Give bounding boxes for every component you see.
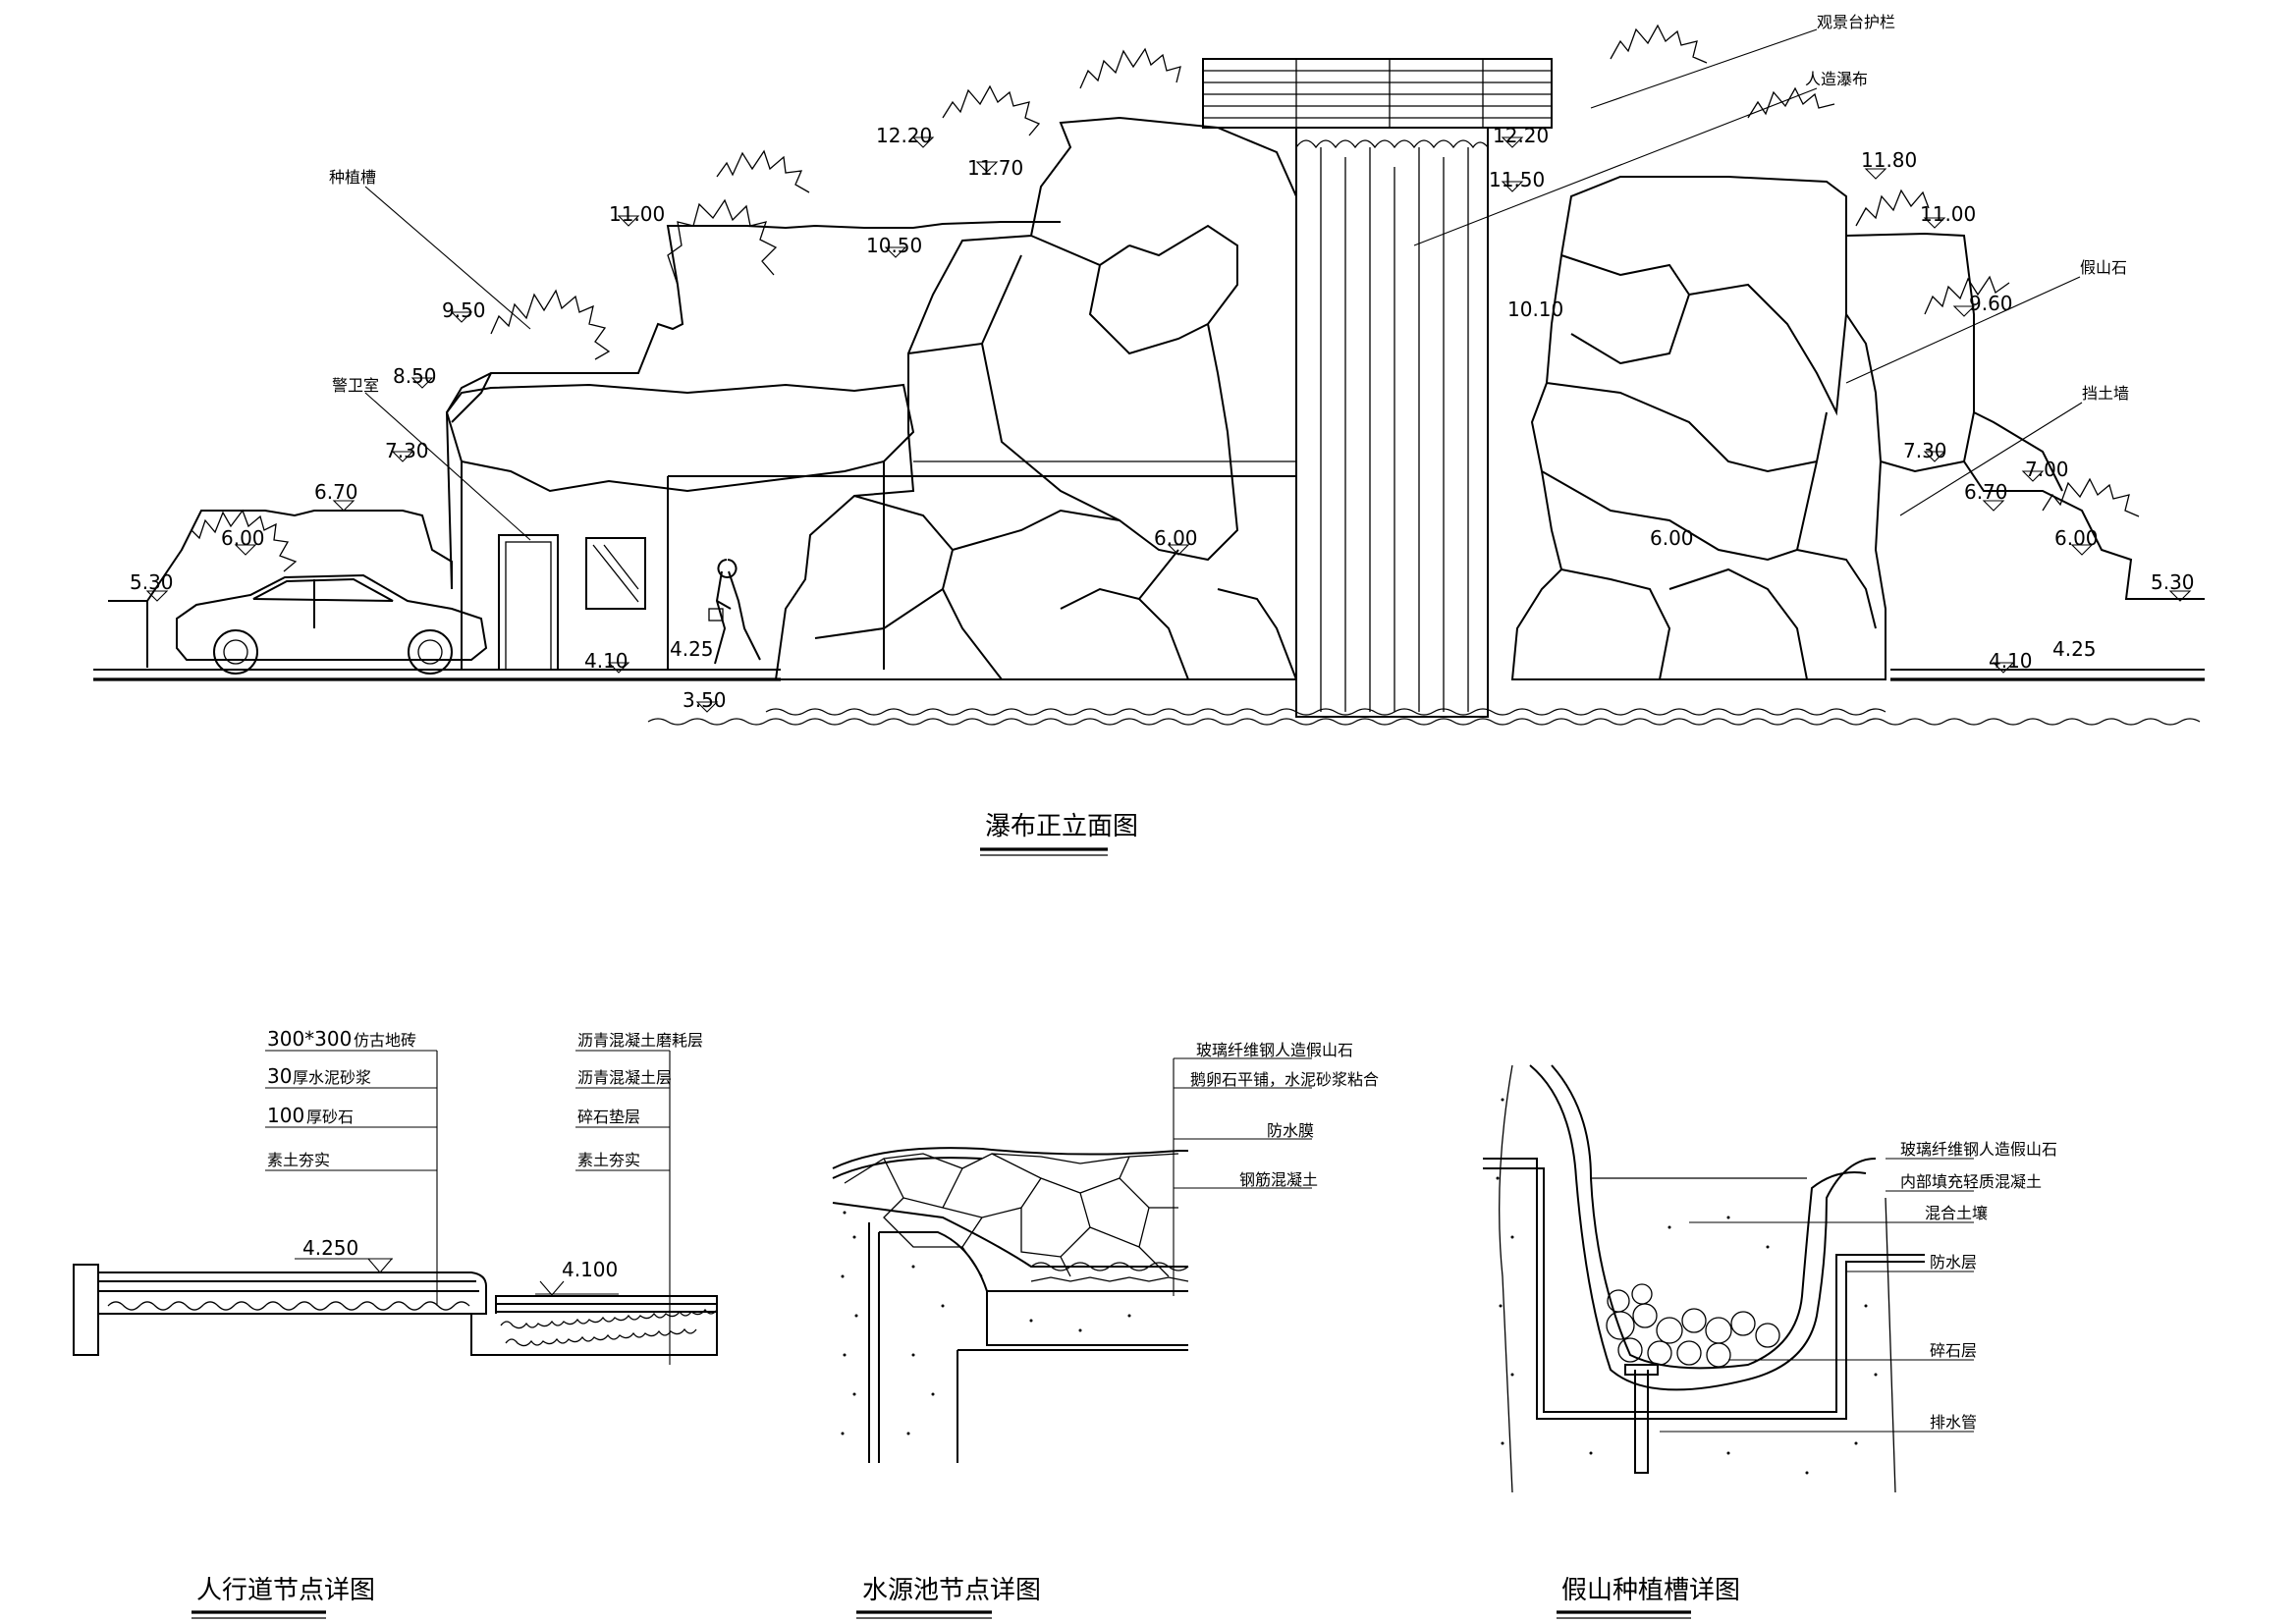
guard-room [445,383,915,670]
sidewalk-note-right: 素土夯实 [577,1151,640,1169]
gravel-layer [1606,1283,1780,1368]
callout-planter: 种植槽 [329,168,376,187]
water-surface [647,718,2201,726]
planter-detail [1483,1064,1974,1493]
car [176,573,488,661]
left-shrubs [181,24,2140,572]
level-label: 4.10 [1989,649,2033,673]
level-label: 7.00 [2025,458,2069,481]
sidewalk-note-size: 30 [267,1064,292,1088]
right-rockery [1510,176,1886,680]
level-label: 11.00 [609,202,665,226]
level-label: 11.50 [1489,168,1545,191]
level-label: 11.00 [1920,202,1976,226]
waterfall-front-elevation [93,24,2205,726]
level-marker-symbols [145,136,2192,713]
sidewalk-detail-title: 人行道节点详图 [196,1576,375,1605]
water-source-detail [832,1057,1312,1463]
level-label: 7.30 [1903,439,1947,462]
sidewalk-note: 厚砂石 [306,1108,354,1126]
sidewalk-note-size: 300*300 [267,1027,352,1051]
level-label: 6.70 [1964,480,2008,504]
waterfall [1295,127,1489,718]
sidewalk-note-size: 100 [267,1104,304,1127]
sidewalk-note: 仿古地砖 [354,1031,416,1050]
level-label: 6.00 [1650,526,1694,550]
level-label: 6.00 [1154,526,1198,550]
sidewalk-level-low: 4.100 [562,1258,618,1281]
planter-note: 内部填充轻质混凝土 [1900,1172,2042,1191]
planter-note: 碎石层 [1930,1341,1977,1360]
level-label: 10.50 [866,234,922,257]
level-label: 8.50 [393,364,437,388]
sidewalk-note: 素土夯实 [267,1151,330,1169]
guard-room-door [498,534,559,671]
callout-viewing-rail: 观景台护栏 [1817,13,1895,31]
water-source-note: 玻璃纤维钢人造假山石 [1196,1041,1353,1059]
sidewalk-note: 厚水泥砂浆 [293,1068,371,1087]
callout-rockery: 假山石 [2080,258,2127,277]
level-label: 11.70 [967,156,1023,180]
level-label: 6.70 [314,480,358,504]
planter-note: 混合土壤 [1925,1204,1988,1222]
water-source-detail-title: 水源池节点详图 [862,1576,1041,1605]
artificial-rock-pattern [844,1153,1179,1277]
level-label: 5.30 [130,570,174,594]
level-label: 5.30 [2151,570,2195,594]
sidewalk-note-right: 碎石垫层 [577,1108,640,1126]
level-label: 4.25 [2052,637,2097,661]
sidewalk-note-right: 沥青混凝土磨耗层 [577,1031,703,1050]
level-label: 6.00 [221,526,265,550]
elevation-leaders [364,28,2083,541]
level-label: 3.50 [683,688,727,712]
curb-wall [73,1264,99,1356]
planter-note: 防水层 [1930,1253,1977,1271]
sidewalk-note-right: 沥青混凝土层 [577,1068,672,1087]
level-label: 9.50 [442,298,486,322]
level-label: 12.20 [876,124,932,147]
water-source-note: 防水膜 [1267,1121,1314,1140]
sidewalk-detail [73,1050,718,1365]
guard-room-window [585,537,646,610]
left-rockery [774,116,1297,680]
planter-note: 排水管 [1930,1413,1977,1432]
level-label: 12.20 [1493,124,1549,147]
right-terraces [1845,232,2205,600]
level-label: 10.10 [1507,298,1563,321]
planter-note: 玻璃纤维钢人造假山石 [1900,1140,2057,1159]
soil-hatch-dots [1496,1098,1878,1475]
planter-detail-title: 假山种植槽详图 [1561,1576,1740,1605]
level-label: 4.10 [584,649,629,673]
level-label: 4.25 [670,637,714,661]
level-label: 11.80 [1861,148,1917,172]
level-label: 6.00 [2054,526,2099,550]
viewing-platform-rail [1202,58,1553,129]
callout-retaining-wall: 挡土墙 [2082,384,2129,403]
pedestrian [714,559,761,665]
concrete-hatch-dots [841,1211,1131,1435]
left-terraces [108,221,1061,668]
water-source-note: 鹅卵石平铺，水泥砂浆粘合 [1190,1070,1379,1089]
level-label: 7.30 [385,439,429,462]
callout-guard-room: 警卫室 [332,376,379,395]
elevation-title: 瀑布正立面图 [985,812,1138,841]
level-label: 9.60 [1969,292,2013,315]
sidewalk-level-high: 4.250 [302,1236,358,1260]
water-source-note: 钢筋混凝土 [1239,1170,1318,1189]
callout-waterfall: 人造瀑布 [1805,70,1868,88]
